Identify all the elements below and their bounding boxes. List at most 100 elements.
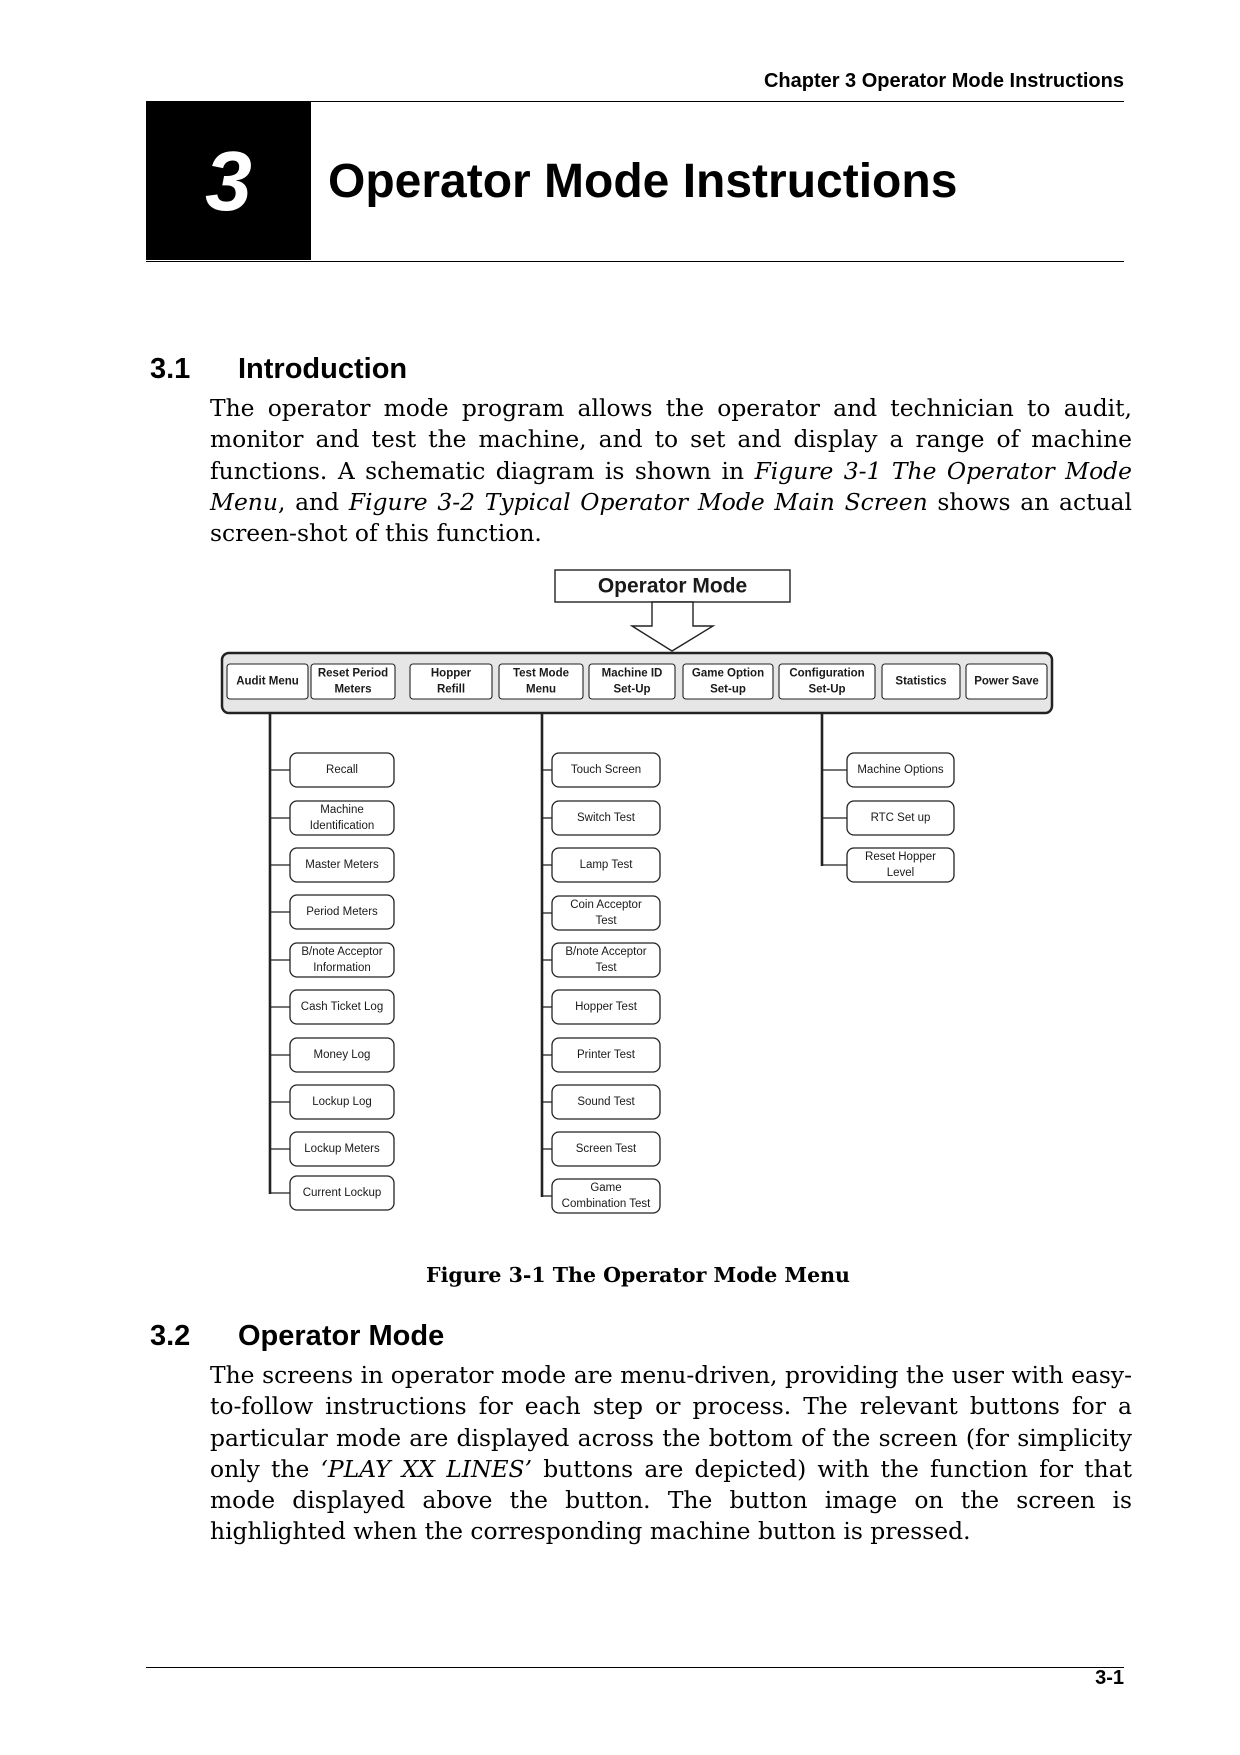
down-arrow-icon	[629, 601, 716, 652]
paragraph-text: , and	[277, 487, 349, 516]
section-number: 3.1	[150, 353, 191, 385]
root-label: Operator Mode	[598, 575, 747, 598]
menu-item-label: Statistics	[895, 676, 946, 688]
italic-reference: ‘PLAY XX LINES’	[320, 1454, 533, 1483]
submenu-item-label: B/note Acceptor	[301, 946, 382, 958]
menu-item-label: Refill	[437, 684, 465, 696]
menu-item-box	[588, 663, 676, 700]
menu-item-box	[778, 663, 876, 700]
menu-item-box	[409, 663, 493, 700]
running-header: Chapter 3 Operator Mode Instructions	[763, 70, 1124, 92]
submenu-item-box	[289, 1131, 395, 1167]
submenu-item-box	[846, 847, 955, 883]
header-rule	[146, 101, 1124, 102]
submenu-item-box	[846, 752, 955, 788]
submenu-item-box	[551, 752, 661, 788]
submenu-item-label: Recall	[326, 764, 358, 776]
submenu-item-label: Reset Hopper	[865, 851, 936, 863]
intro-paragraph: The operator mode program allows the ope…	[210, 393, 1132, 549]
menu-item-box	[881, 663, 961, 700]
submenu-item-label: Lockup Meters	[304, 1143, 380, 1155]
submenu-item-label: Printer Test	[577, 1049, 636, 1061]
submenu-item-box	[289, 800, 395, 836]
submenu-item-label: Combination Test	[562, 1198, 651, 1210]
submenu-item-label: RTC Set up	[871, 812, 931, 824]
submenu-item-box	[551, 895, 661, 931]
submenu-item-label: Cash Ticket Log	[301, 1001, 383, 1013]
submenu-item-label: Master Meters	[305, 859, 379, 871]
submenu-item-box	[551, 800, 661, 836]
submenu-item-box	[551, 1037, 661, 1073]
submenu-item-label: Current Lockup	[303, 1187, 382, 1199]
submenu-item-box	[551, 1178, 661, 1214]
submenu-item-label: Lockup Log	[312, 1096, 371, 1108]
submenu-item-box	[551, 989, 661, 1025]
chapter-number: 3	[205, 134, 252, 228]
submenu-item-box	[289, 894, 395, 930]
footer-rule	[146, 1667, 1124, 1668]
submenu-item-label: Screen Test	[576, 1143, 637, 1155]
submenu-item-box	[289, 1175, 395, 1211]
submenu-item-box	[289, 989, 395, 1025]
submenu-item-label: Touch Screen	[571, 764, 641, 776]
submenu-item-box	[289, 752, 395, 788]
submenu-item-box	[551, 1084, 661, 1120]
paragraph-text: shows an actual screen-shot of this func…	[210, 487, 1132, 548]
submenu-item-label: Switch Test	[577, 812, 636, 824]
menu-item-label: Audit Menu	[236, 676, 299, 688]
submenu-item-label: Machine Options	[857, 764, 944, 776]
submenu-item-box	[551, 847, 661, 883]
paragraph-text: The operator mode program allows the ope…	[210, 394, 1132, 485]
italic-reference: Figure 3-2 Typical Operator Mode Main Sc…	[348, 487, 928, 516]
menu-item-box	[965, 663, 1048, 700]
submenu-item-box	[551, 942, 661, 978]
menu-item-box	[310, 663, 396, 700]
menu-item-label: Set-Up	[808, 684, 845, 696]
submenu-item-label: Game	[590, 1182, 621, 1194]
submenu-item-label: Identification	[310, 820, 375, 832]
submenu-item-box	[289, 942, 395, 978]
menu-item-label: Configuration	[789, 668, 864, 680]
menu-item-label: Set-up	[710, 684, 746, 696]
root-box	[554, 569, 791, 603]
menu-item-label: Set-Up	[613, 684, 650, 696]
submenu-item-label: Machine	[320, 804, 363, 816]
operator-mode-paragraph: The screens in operator mode are menu-dr…	[210, 1360, 1132, 1548]
menu-item-label: Hopper	[431, 668, 472, 680]
submenu-item-label: Coin Acceptor	[570, 899, 642, 911]
menu-item-label: Power Save	[974, 676, 1039, 688]
menu-item-label: Test Mode	[513, 668, 569, 680]
page-number: 3-1	[1095, 1667, 1124, 1689]
submenu-item-label: B/note Acceptor	[565, 946, 646, 958]
submenu-item-box	[289, 1037, 395, 1073]
menu-item-label: Game Option	[692, 668, 764, 680]
submenu-item-label: Money Log	[314, 1049, 371, 1061]
section-number: 3.2	[150, 1320, 191, 1352]
submenu-item-label: Level	[887, 867, 915, 879]
menu-item-label: Menu	[526, 684, 556, 696]
paragraph-text: The screens in operator mode are menu-dr…	[210, 1361, 1132, 1483]
figure-caption: Figure 3-1 The Operator Mode Menu	[426, 1263, 850, 1287]
menu-item-label: Reset Period	[318, 668, 388, 680]
menu-item-box	[498, 663, 584, 700]
submenu-item-label: Test	[595, 962, 617, 974]
submenu-item-label: Test	[595, 915, 617, 927]
submenu-item-box	[289, 1084, 395, 1120]
paragraph-text: buttons are depicted) with the function …	[210, 1454, 1132, 1546]
submenu-item-box	[289, 847, 395, 883]
chapter-number-box	[146, 102, 311, 260]
section-title: Introduction	[238, 353, 408, 385]
submenu-item-box	[551, 1131, 661, 1167]
menu-item-box	[226, 663, 309, 700]
section-title: Operator Mode	[238, 1320, 445, 1352]
submenu-item-label: Sound Test	[577, 1096, 635, 1108]
submenu-item-label: Period Meters	[306, 906, 378, 918]
menu-item-box	[682, 663, 774, 700]
menu-item-label: Meters	[334, 684, 371, 696]
italic-reference: Figure 3-1 The Operator Mode Menu	[210, 456, 1132, 516]
menu-item-label: Machine ID	[602, 668, 663, 680]
title-rule	[146, 261, 1124, 262]
submenu-item-box	[846, 800, 955, 836]
submenu-item-label: Lamp Test	[580, 859, 634, 871]
